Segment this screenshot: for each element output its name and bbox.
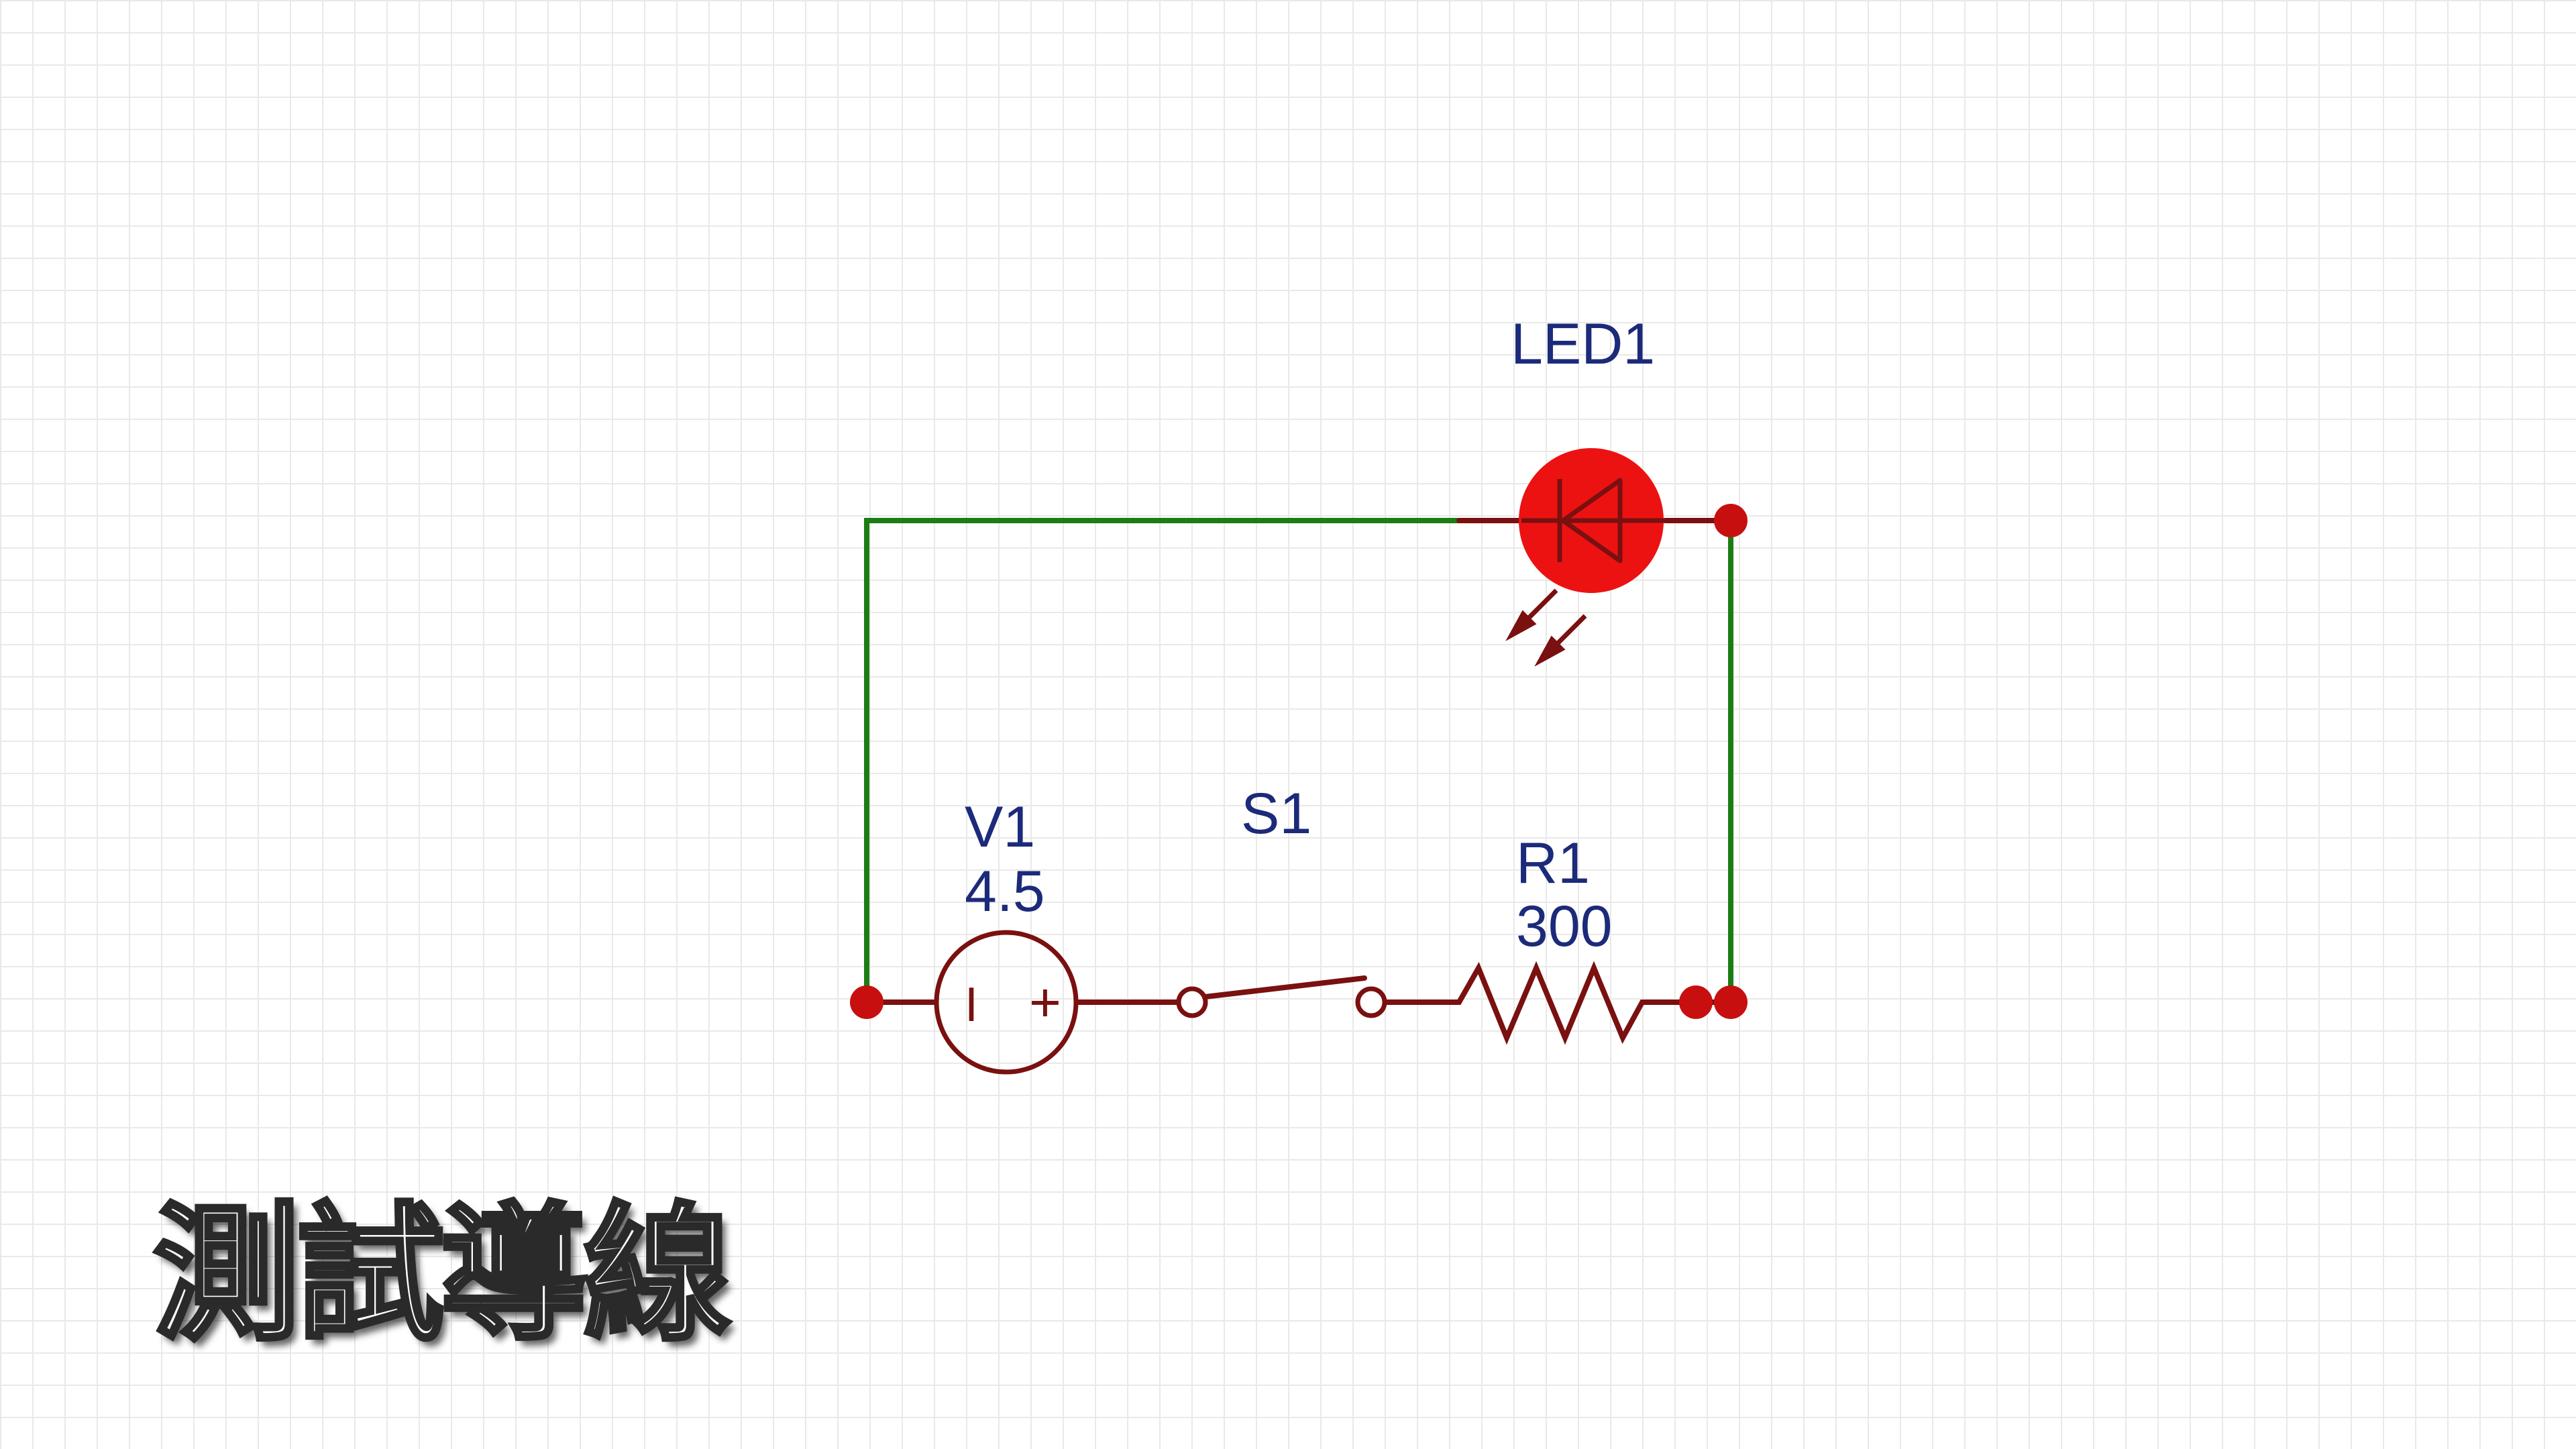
led-ref-label: LED1	[1511, 312, 1655, 376]
connection-nodes	[850, 504, 1748, 1019]
node-led-right[interactable]	[1714, 504, 1748, 537]
wire-left-top[interactable]	[864, 518, 1462, 1005]
switch-terminal-left	[1176, 986, 1208, 1018]
battery-body	[934, 930, 1079, 1075]
switch-ref-label: S1	[1241, 782, 1311, 846]
diode-symbol	[1521, 478, 1665, 564]
resistor-component[interactable]: R1 300	[1450, 831, 1660, 1045]
battery-component[interactable]: I + V1 4.5	[934, 795, 1079, 1075]
caption-title: 測試導線	[151, 1189, 733, 1360]
node-left-bottom[interactable]	[850, 985, 883, 1019]
wires	[864, 518, 1733, 1005]
battery-ref-label: V1	[965, 795, 1035, 859]
battery-minus-sign: I	[965, 978, 978, 1032]
node-resistor-right[interactable]	[1679, 985, 1713, 1019]
led-component[interactable]: LED1	[1505, 312, 1665, 667]
light-emission-arrows-icon	[1505, 588, 1587, 667]
switch-lever[interactable]	[1202, 975, 1367, 1000]
node-right-bottom[interactable]	[1714, 985, 1748, 1019]
battery-plus-sign: +	[1029, 972, 1061, 1033]
resistor-ref-label: R1	[1516, 831, 1590, 896]
resistor-value-label: 300	[1516, 894, 1613, 959]
battery-value-label: 4.5	[965, 859, 1045, 924]
resistor-zigzag	[1450, 961, 1660, 1045]
switch-terminal-right	[1355, 986, 1387, 1018]
switch-component[interactable]: S1	[1176, 782, 1387, 1018]
